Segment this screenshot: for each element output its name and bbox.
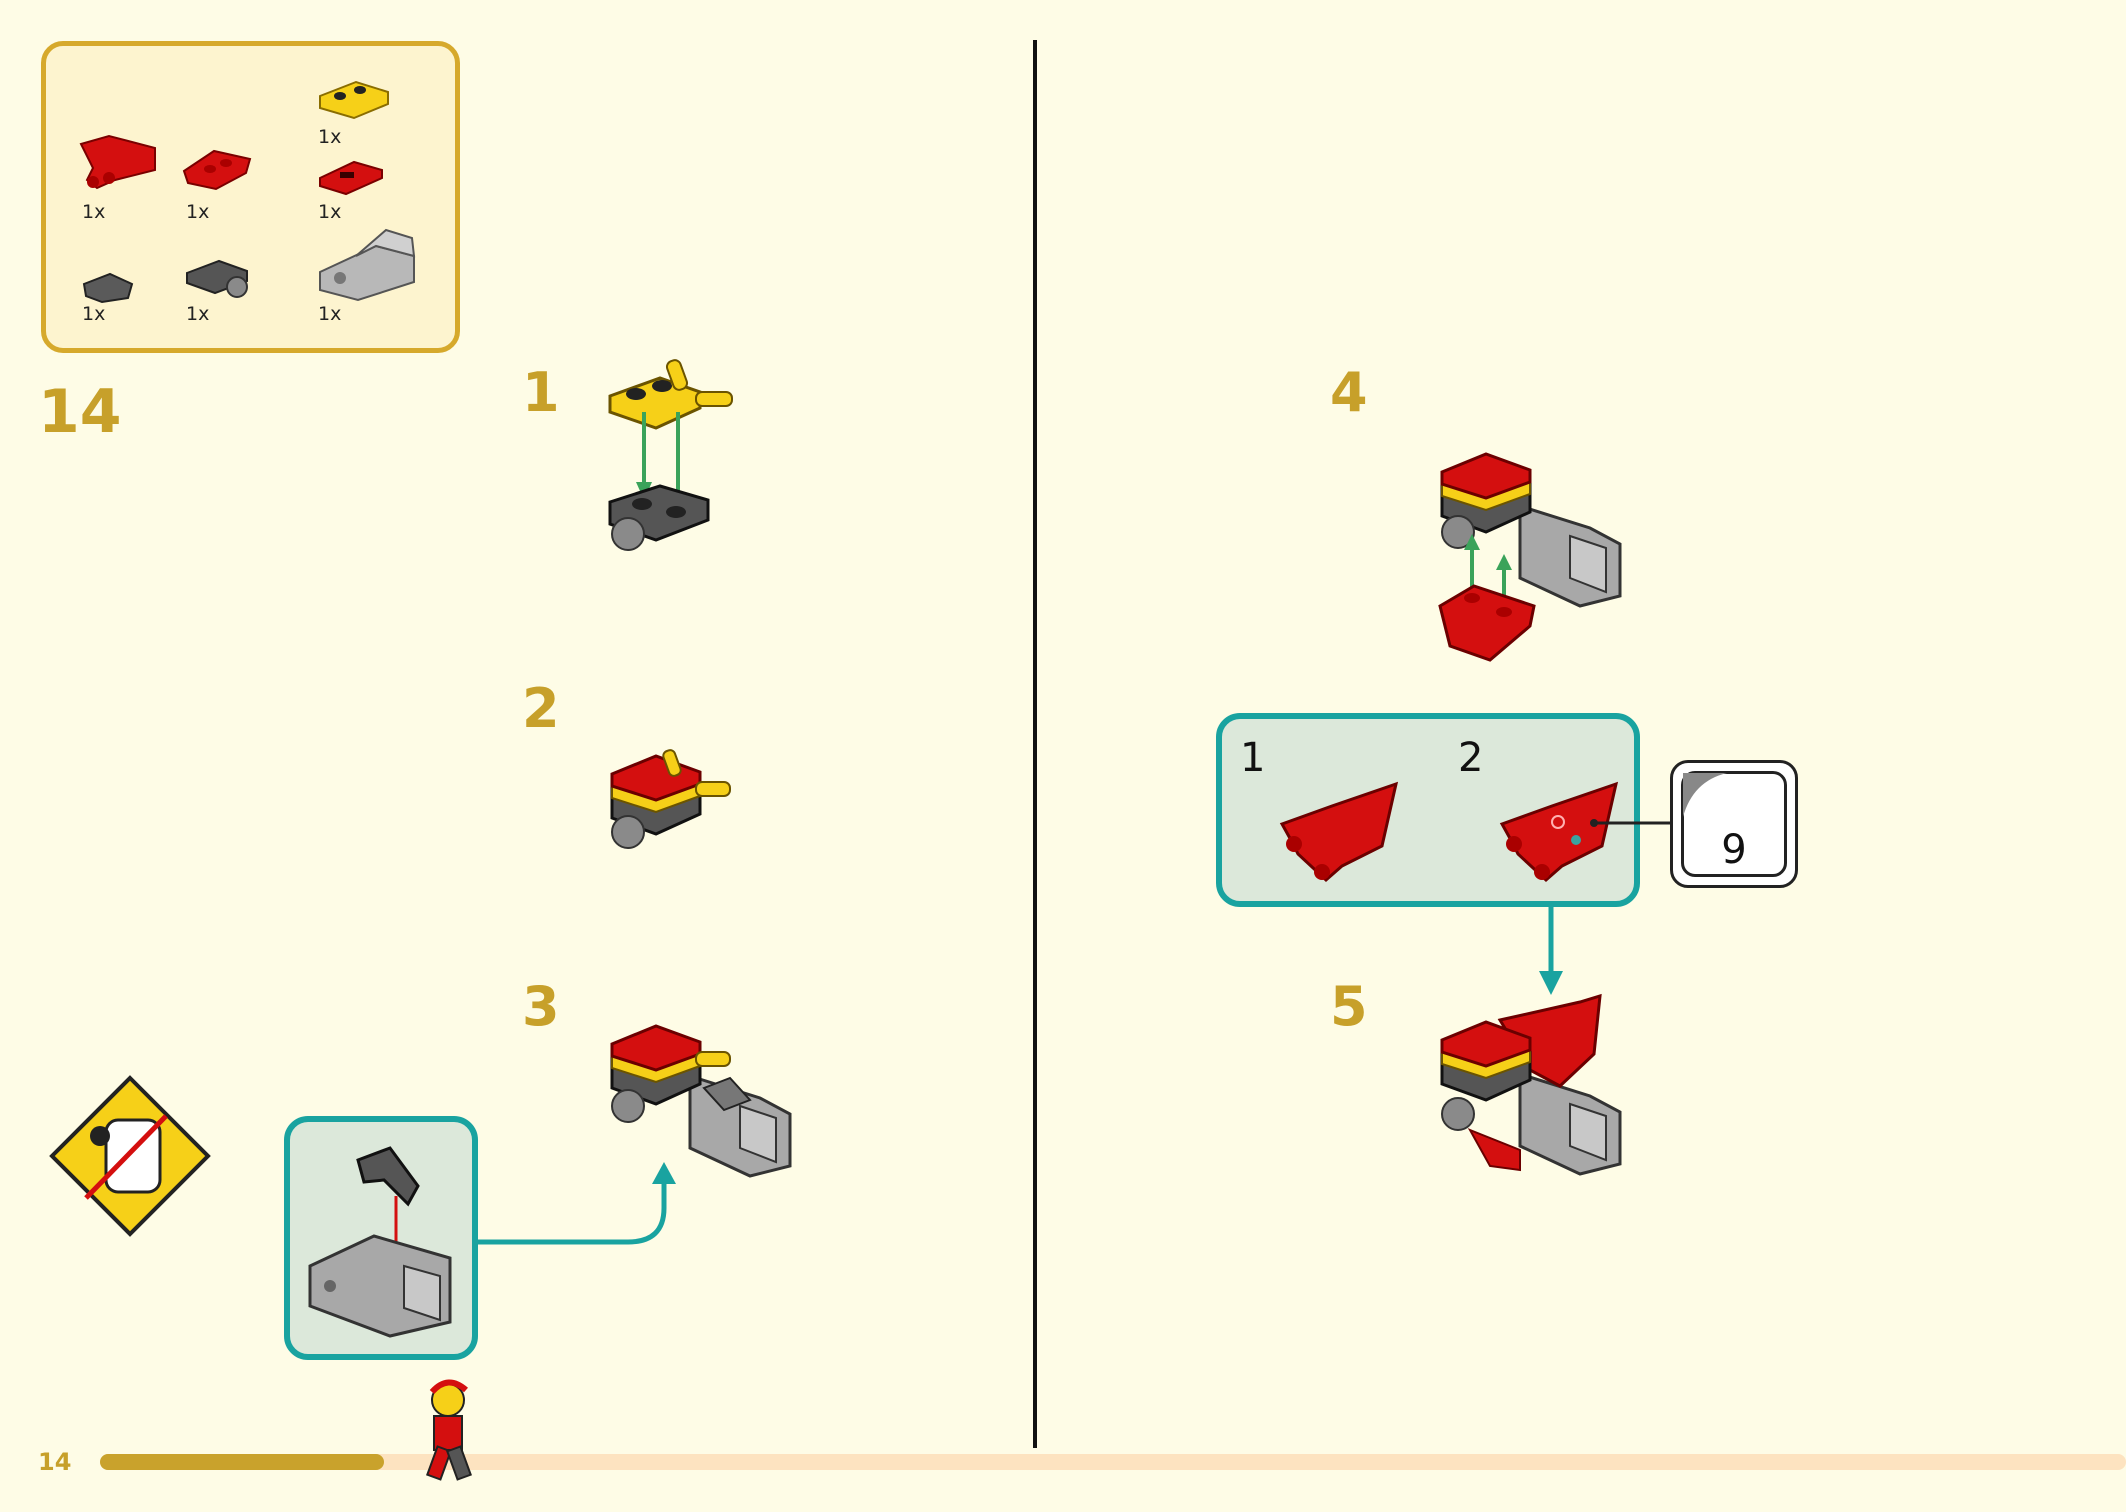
part-red-curved-slope-icon — [182, 149, 252, 191]
substep-number: 5 — [1330, 975, 1368, 1038]
substep-number: 2 — [522, 677, 560, 740]
flag-plain-illustration — [1279, 781, 1399, 883]
step3-callout-arrow — [478, 1162, 676, 1245]
minifigure-runner-icon — [426, 1379, 472, 1481]
page-number: 14 — [38, 1448, 72, 1476]
sticker-sheet-badge: 9 — [1670, 760, 1798, 888]
part-red-tile-icon — [319, 160, 383, 196]
step1-illustration — [608, 359, 733, 551]
progress-track — [100, 1454, 2126, 1470]
step3-illustration — [610, 1024, 792, 1178]
callout-substep-number: 1 — [1240, 735, 1266, 781]
page-divider — [1033, 40, 1037, 1448]
substep-number: 1 — [522, 361, 560, 424]
part-red-flag-wedge-icon — [79, 134, 156, 190]
step3-callout-illustration — [308, 1146, 452, 1338]
part-qty: 1x — [186, 201, 210, 223]
part-qty: 1x — [186, 303, 210, 325]
part-dark-gray-plate-ball-icon — [186, 259, 248, 298]
sticker-sheet-number: 9 — [1721, 827, 1747, 873]
sticker-leader-line — [1590, 819, 1670, 827]
sticker-peel-icon — [1683, 773, 1727, 817]
part-qty: 1x — [82, 303, 106, 325]
step4-illustration — [1438, 452, 1622, 662]
substep-number: 4 — [1330, 361, 1368, 424]
step2-illustration — [610, 749, 731, 849]
progress-fill — [100, 1454, 384, 1470]
sticker-sheet-icon — [1681, 771, 1787, 877]
warning-sign-icon — [49, 1075, 211, 1237]
part-qty: 1x — [318, 201, 342, 223]
substep-number: 3 — [522, 975, 560, 1038]
step5-illustration — [1440, 993, 1622, 1176]
callout-down-arrow — [1539, 907, 1563, 995]
part-yellow-plate-bars-icon — [319, 80, 389, 120]
callout-substep-number: 2 — [1458, 735, 1484, 781]
flag-stickered-illustration — [1499, 781, 1619, 883]
part-light-gray-technic-brick-icon — [319, 228, 416, 302]
part-qty: 1x — [82, 201, 106, 223]
part-dark-gray-clip-icon — [82, 272, 134, 304]
part-qty: 1x — [318, 303, 342, 325]
part-qty: 1x — [318, 126, 342, 148]
main-step-number: 14 — [38, 377, 122, 447]
